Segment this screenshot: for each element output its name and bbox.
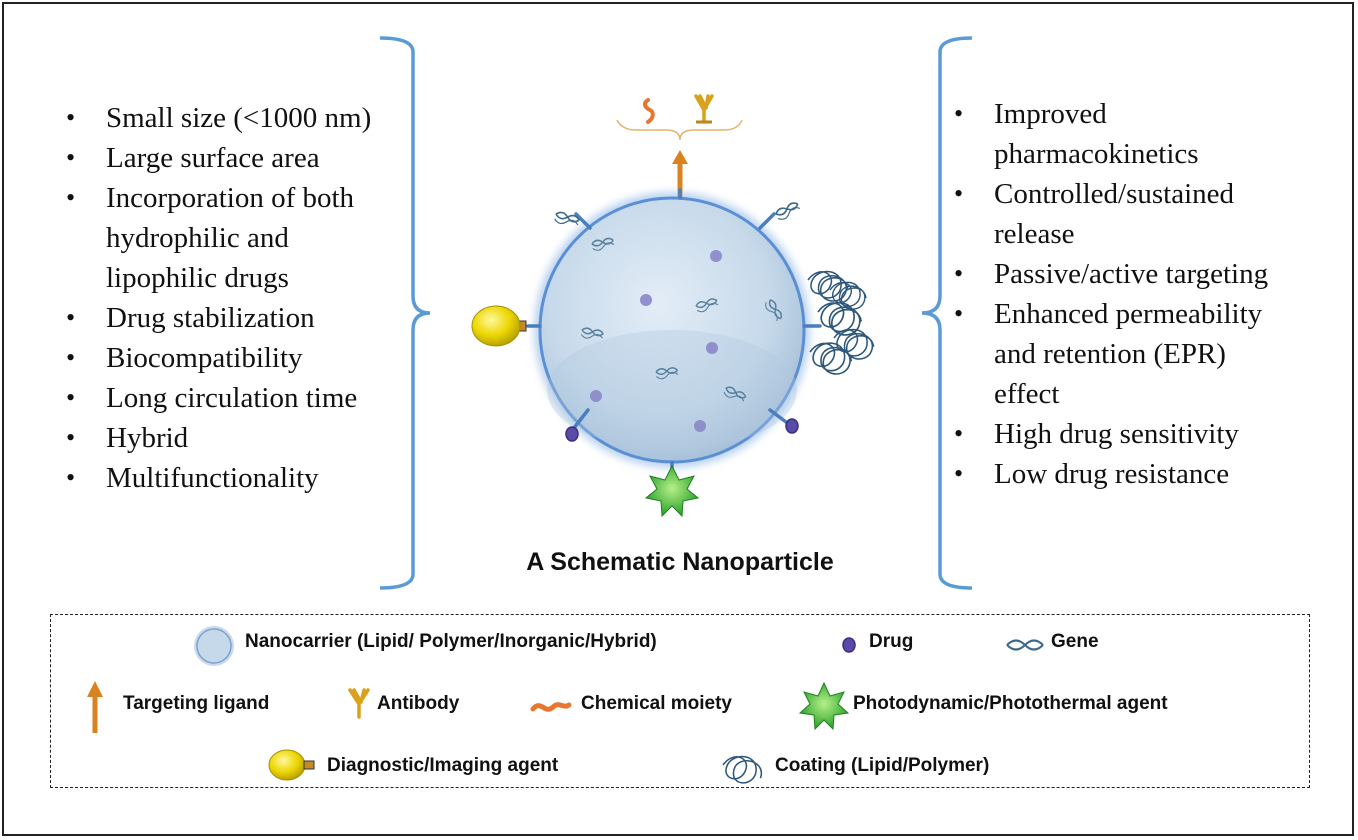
legend-box: Nanocarrier (Lipid/ Polymer/Inorganic/Hy… xyxy=(50,614,1310,788)
legend-drug: Drug xyxy=(869,631,914,652)
photodynamic-agent-icon xyxy=(644,464,700,518)
drug-legend-icon xyxy=(842,637,856,653)
advantage-improved: Improved xyxy=(948,94,1328,134)
coating-legend-icon xyxy=(722,755,763,784)
antibody-icon xyxy=(694,94,714,124)
gene-legend-icon xyxy=(1006,639,1044,651)
right-bracket xyxy=(921,36,973,590)
legend-antibody: Antibody xyxy=(377,693,460,714)
advantage-epr-cont2: effect xyxy=(994,378,1060,410)
legend-nanocarrier: Nanocarrier (Lipid/ Polymer/Inorganic/Hy… xyxy=(245,631,657,652)
advantage-epr: Enhanced permeability xyxy=(948,294,1328,334)
nanoparticle-properties-list: Small size (<1000 nm) Large surface area… xyxy=(60,98,440,498)
legend-targeting-ligand: Targeting ligand xyxy=(123,693,270,714)
advantage-resistance: Low drug resistance xyxy=(948,454,1328,494)
advantage-controlled-release-cont: release xyxy=(994,218,1075,250)
property-multifunctionality: Multifunctionality xyxy=(60,458,440,498)
nanocarrier-legend-icon xyxy=(194,626,234,666)
property-biocompatibility: Biocompatibility xyxy=(60,338,440,378)
property-incorporation-cont2: lipophilic drugs xyxy=(106,262,289,294)
diagnostic-legend-icon xyxy=(268,749,315,781)
property-long-circulation: Long circulation time xyxy=(60,378,440,418)
advantage-controlled-release: Controlled/sustained xyxy=(948,174,1328,214)
property-drug-stabilization: Drug stabilization xyxy=(60,298,440,338)
ligand-brace xyxy=(616,119,743,141)
legend-gene: Gene xyxy=(1051,631,1099,652)
legend-photodynamic-agent: Photodynamic/Photothermal agent xyxy=(853,693,1168,714)
chemical-moiety-icon xyxy=(642,98,655,124)
advantage-epr-cont: and retention (EPR) xyxy=(994,338,1226,370)
legend-diagnostic-agent: Diagnostic/Imaging agent xyxy=(327,755,559,776)
advantage-sensitivity: High drug sensitivity xyxy=(948,414,1328,454)
property-incorporation-cont: hydrophilic and xyxy=(106,222,289,254)
legend-coating: Coating (Lipid/Polymer) xyxy=(775,755,990,776)
photodynamic-legend-icon xyxy=(798,681,850,731)
schematic-title: A Schematic Nanoparticle xyxy=(526,548,834,576)
targeting-ligand-arrow xyxy=(672,150,688,164)
targeting-ligand-legend-icon xyxy=(87,681,103,733)
advantage-improved-cont: pharmacokinetics xyxy=(994,138,1199,170)
property-incorporation: Incorporation of both xyxy=(60,178,440,218)
chemical-moiety-legend-icon xyxy=(530,702,572,712)
property-surface-area: Large surface area xyxy=(60,138,440,178)
left-bracket xyxy=(379,36,431,590)
property-small-size: Small size (<1000 nm) xyxy=(60,98,440,138)
diagnostic-agent-icon xyxy=(471,305,521,347)
nanoparticle-advantages-list: Improved pharmacokinetics Controlled/sus… xyxy=(948,94,1328,494)
advantage-targeting: Passive/active targeting xyxy=(948,254,1328,294)
property-hybrid: Hybrid xyxy=(60,418,440,458)
legend-chemical-moiety: Chemical moiety xyxy=(581,693,732,714)
antibody-legend-icon xyxy=(348,688,370,719)
